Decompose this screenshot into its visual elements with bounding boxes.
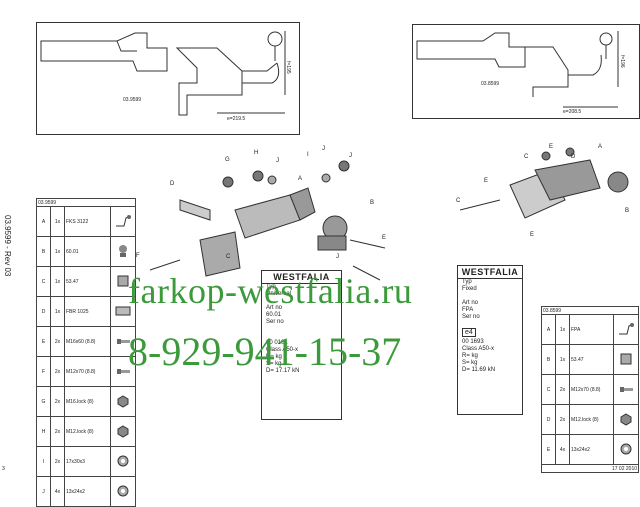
left-table-header: 03.9599 <box>35 198 137 207</box>
callout-r-e3: E <box>530 232 535 238</box>
nut-icon <box>117 394 129 408</box>
top-left-width-dim: e=219.5 <box>227 116 246 122</box>
right-table-header: 03.8599 <box>540 306 640 315</box>
plate-icon <box>115 306 131 315</box>
top-right-model-label: 03.8599 <box>481 81 500 87</box>
callout-f: F <box>136 253 140 259</box>
top-right-drawing-lines <box>416 31 619 108</box>
right-plate-brand: WESTFALIA <box>458 266 522 279</box>
washer-icon <box>117 455 129 466</box>
left-type-plate: WESTFALIA Typ Universal Art no 60.01 Ser… <box>261 270 342 420</box>
ball-icon <box>119 244 127 257</box>
right-type-plate: WESTFALIA Typ Fixed Art no FPA Ser no e4… <box>457 265 523 415</box>
callout-r-e2: E <box>484 178 489 184</box>
callout-r-a: A <box>598 144 603 150</box>
washer-icon <box>620 443 632 454</box>
callout-r-b: B <box>625 208 630 214</box>
callout-r-d: D <box>571 154 576 160</box>
top-left-drawing-lines <box>40 31 286 116</box>
right-table-footer: 17 02 2010 <box>540 464 640 473</box>
callout-e: E <box>382 235 387 241</box>
callout-h: H <box>254 150 259 156</box>
callout-a: A <box>298 176 303 182</box>
top-right-drawing: 03.8599 f=196 e=208.5 <box>412 24 640 119</box>
callout-c: C <box>226 254 231 260</box>
hitch-icon <box>619 322 634 334</box>
callout-g: G <box>225 157 230 163</box>
bolt-icon <box>620 386 633 392</box>
footnote-mark: 3 <box>2 466 5 472</box>
washer-icon <box>117 485 129 496</box>
watermark-phone: 8-929-941-15-37 <box>128 329 402 374</box>
callout-j: J <box>276 158 279 164</box>
top-left-model-label: 03.9599 <box>123 97 142 103</box>
top-left-height-dim: f=195 <box>285 61 291 74</box>
callout-r-c2: C <box>456 198 461 204</box>
center-exploded-diagram <box>149 160 386 281</box>
right-exploded-diagram <box>459 147 629 219</box>
socket-plate-icon <box>117 275 129 286</box>
callout-i: I <box>307 152 309 158</box>
callout-j-3: J <box>349 153 352 159</box>
top-left-drawing: 03.9599 f=195 e=219.5 <box>36 22 300 135</box>
callout-r-e: E <box>549 144 554 150</box>
callout-b: B <box>370 200 375 206</box>
callout-d: D <box>170 181 175 187</box>
nut-icon <box>117 424 129 438</box>
left-plate-brand: WESTFALIA <box>262 271 341 284</box>
top-right-height-dim: f=196 <box>619 55 625 68</box>
socket-plate-icon <box>620 353 632 364</box>
watermark-url: farkop-westfalia.ru <box>128 271 413 311</box>
approval-badge: e4 <box>462 328 476 337</box>
top-right-width-dim: e=208.5 <box>563 109 582 115</box>
bolt-icon <box>117 338 130 344</box>
hitch-icon <box>116 214 131 226</box>
callout-j-2: J <box>322 146 325 152</box>
nut-icon <box>620 412 632 426</box>
side-revision-label: 03.9599 - Rev 03 <box>3 215 12 277</box>
callout-j-4: J <box>336 254 339 260</box>
bolt-icon <box>117 368 130 374</box>
callout-r-c: C <box>524 154 529 160</box>
